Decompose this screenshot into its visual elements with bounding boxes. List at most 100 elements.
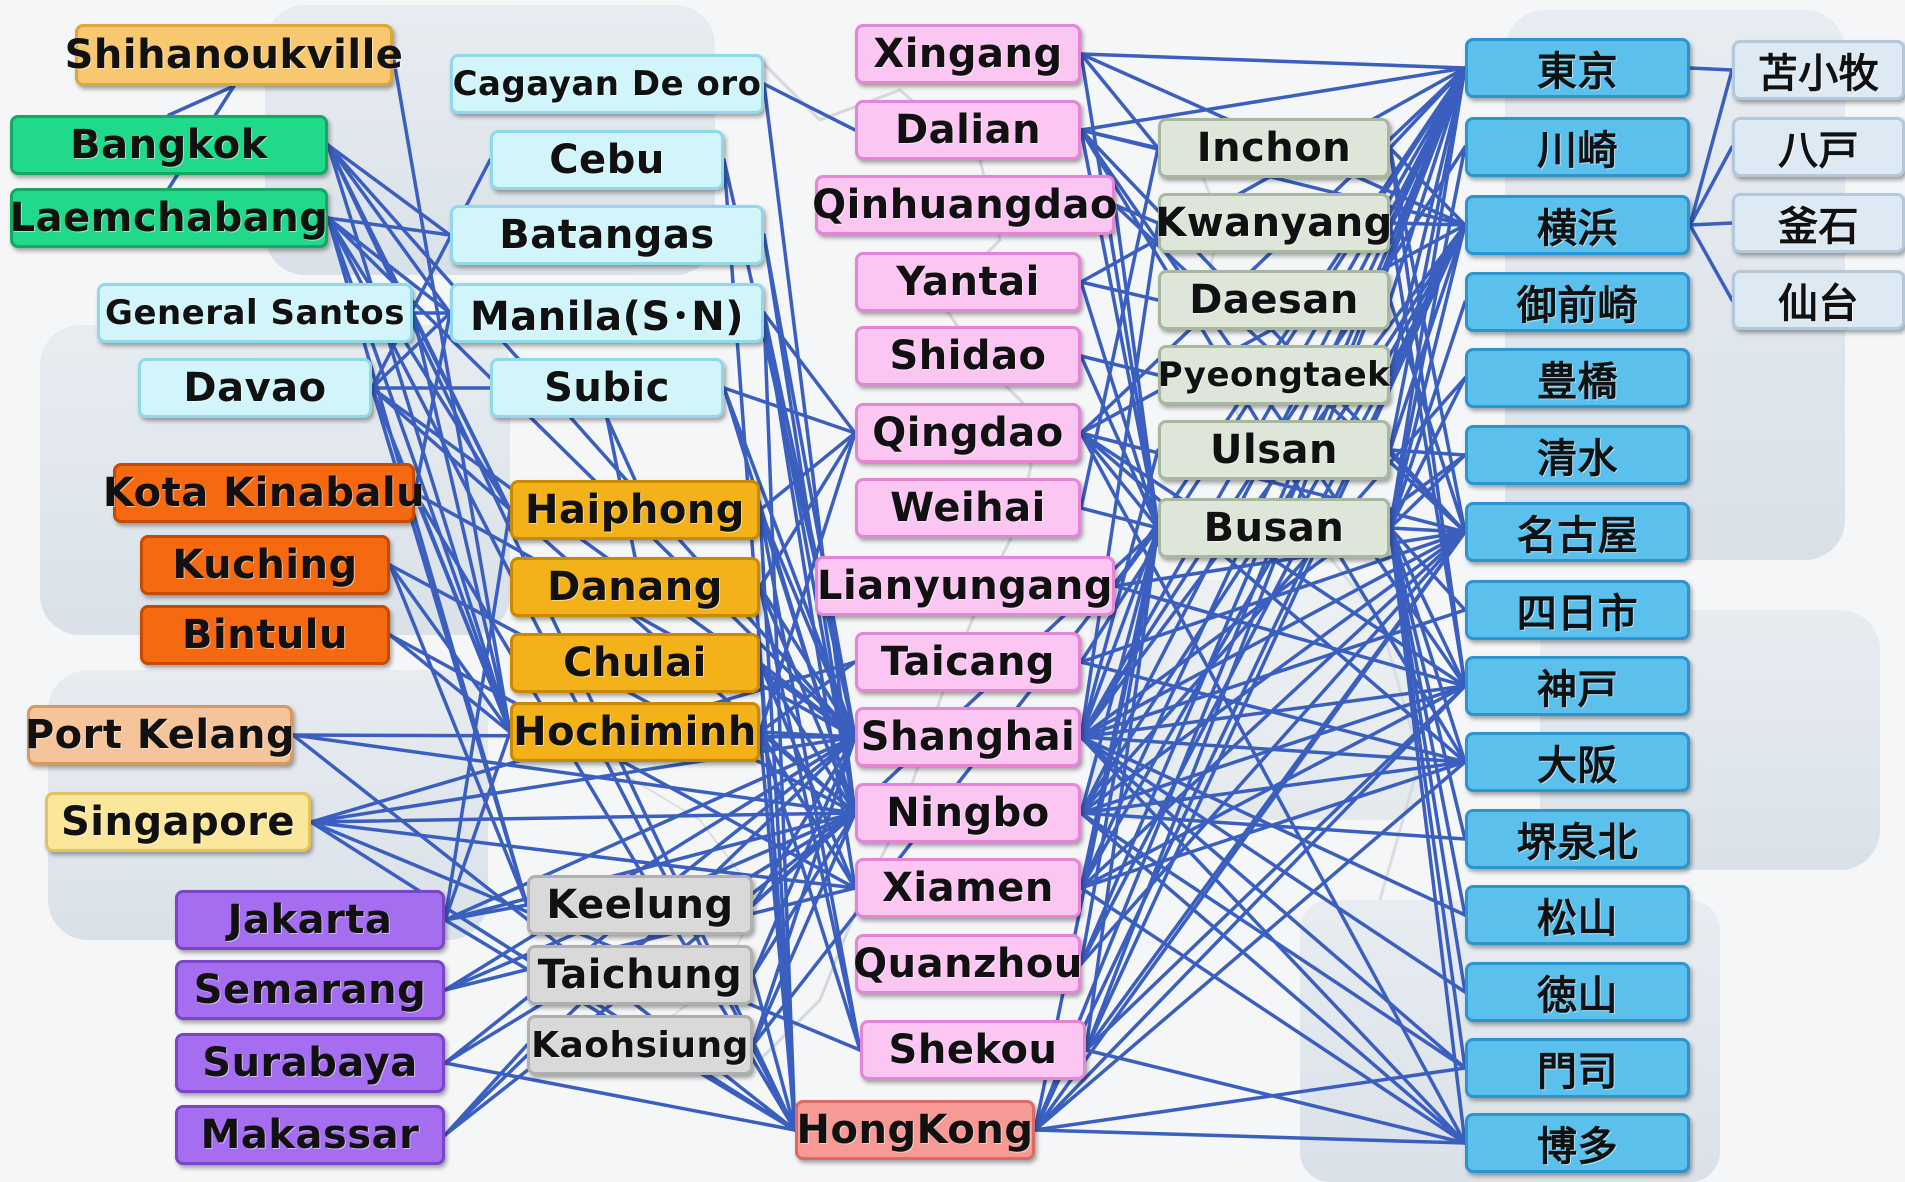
port-hachinohe: 八戸	[1732, 117, 1905, 177]
route-bintulu-hochiminh	[388, 633, 512, 734]
route-yokohama-sendai	[1688, 223, 1734, 302]
route-shanghai-ulsan	[1079, 448, 1160, 739]
route-dalian-inchon	[1079, 128, 1160, 150]
port-makassar: Makassar	[175, 1105, 445, 1165]
route-taichung-shanghai	[751, 735, 857, 977]
route-jakarta-shanghai	[443, 735, 857, 922]
route-ningbo-busan	[1079, 526, 1160, 815]
route-hongkong-hakata	[1033, 1128, 1467, 1145]
route-busan-osaka	[1388, 526, 1467, 764]
route-yokohama-tomakomai	[1688, 68, 1734, 227]
port-osaka: 大阪	[1465, 732, 1690, 792]
port-nagoya: 名古屋	[1465, 502, 1690, 562]
route-busan-yokohama	[1388, 223, 1467, 530]
route-hochiminh-hongkong	[758, 730, 797, 1132]
route-danang-shanghai	[758, 585, 857, 739]
port-hongkong: HongKong	[795, 1100, 1035, 1160]
route-bangkok-manila	[326, 143, 452, 315]
route-weihai-busan	[1079, 506, 1160, 530]
route-hochiminh-xiamen	[758, 730, 857, 890]
route-haiphong-qingdao	[758, 431, 857, 512]
port-yantai: Yantai	[855, 252, 1081, 312]
route-manila-qingdao	[762, 311, 857, 435]
route-busan-kobe	[1388, 526, 1467, 688]
port-manila: Manila(S･N)	[450, 283, 764, 343]
route-ulsan-tokyo	[1388, 66, 1467, 452]
route-bangkok-batangas	[326, 143, 452, 237]
port-daesan: Daesan	[1158, 270, 1390, 330]
route-quanzhou-busan	[1079, 526, 1160, 966]
route-dalian-tokyo	[1079, 66, 1467, 132]
port-yokohama: 横浜	[1465, 195, 1690, 255]
route-kota_kinabalu-manila	[413, 311, 452, 495]
port-weihai: Weihai	[855, 478, 1081, 538]
port-ulsan: Ulsan	[1158, 420, 1390, 480]
port-shekou: Shekou	[860, 1020, 1086, 1080]
route-kwanyang-tokyo	[1388, 66, 1467, 225]
route-jakarta-keelung	[443, 903, 529, 922]
route-xingang-inchon	[1079, 52, 1160, 150]
port-quanzhou: Quanzhou	[853, 934, 1082, 994]
route-cebu-davao	[370, 158, 492, 390]
port-tokuyama: 徳山	[1465, 962, 1690, 1022]
route-busan-hakata	[1388, 526, 1467, 1145]
port-hakata: 博多	[1465, 1113, 1690, 1173]
route-tokyo-tomakomai	[1688, 66, 1734, 72]
port-singapore: Singapore	[45, 792, 311, 852]
route-weihai-inchon	[1079, 146, 1160, 510]
route-shanghai-kwanyang	[1079, 221, 1160, 739]
port-yokkaichi: 四日市	[1465, 580, 1690, 640]
port-kuching: Kuching	[140, 535, 390, 595]
route-hochiminh-ningbo	[758, 730, 857, 815]
route-chulai-shanghai	[758, 661, 857, 739]
port-taichung: Taichung	[527, 945, 753, 1005]
route-port_kelang-ningbo	[291, 733, 857, 815]
route-quanzhou-yokohama	[1079, 223, 1467, 966]
route-jakarta-haiphong	[443, 508, 512, 922]
port-batangas: Batangas	[450, 205, 764, 265]
route-makassar-kaohsiung	[443, 1043, 529, 1137]
port-kamaishi: 釜石	[1732, 193, 1905, 253]
route-hochiminh-taicang	[758, 660, 857, 734]
port-lianyungang: Lianyungang	[815, 556, 1115, 616]
route-busan-omaezaki	[1388, 300, 1467, 530]
port-general-santos: General Santos	[97, 283, 413, 343]
route-daesan-tokyo	[1388, 66, 1467, 302]
route-shekou-busan	[1084, 526, 1160, 1052]
route-busan-kawasaki	[1388, 145, 1467, 530]
port-port-kelang: Port Kelang	[25, 705, 295, 765]
port-keelung: Keelung	[527, 875, 753, 935]
port-xiamen: Xiamen	[855, 858, 1081, 918]
route-yokohama-hachinohe	[1688, 145, 1734, 227]
port-jakarta: Jakarta	[175, 890, 445, 950]
route-surabaya-hongkong	[443, 1061, 797, 1132]
route-busan-nagoya	[1388, 526, 1467, 534]
port-cebu: Cebu	[490, 130, 724, 190]
route-danang-qingdao	[758, 431, 857, 589]
route-jakarta-hochiminh	[443, 730, 512, 922]
route-singapore-ningbo	[309, 811, 857, 824]
route-shekou-kobe	[1084, 684, 1467, 1052]
route-kuching-hochiminh	[388, 563, 512, 734]
route-taichung-hongkong	[751, 973, 797, 1132]
port-kaohsiung: Kaohsiung	[527, 1015, 753, 1075]
route-hongkong-osaka	[1033, 760, 1467, 1132]
route-cagayan-ningbo	[762, 82, 857, 815]
route-hongkong-nagoya	[1033, 530, 1467, 1132]
route-subic-qingdao	[722, 386, 857, 435]
port-bintulu: Bintulu	[140, 605, 390, 665]
route-inchon-tokyo	[1388, 66, 1467, 150]
route-batangas-shanghai	[762, 233, 857, 739]
port-pyeongtaek: Pyeongtaek	[1158, 345, 1390, 405]
port-kwanyang: Kwanyang	[1155, 193, 1392, 253]
port-kobe: 神戸	[1465, 656, 1690, 716]
port-shanghai: Shanghai	[855, 707, 1081, 767]
port-shihanoukville: Shihanoukville	[65, 24, 403, 86]
route-busan-sakaisenboku	[1388, 526, 1467, 841]
port-semarang: Semarang	[175, 960, 445, 1020]
port-laemchabang: Laemchabang	[10, 188, 328, 248]
route-singapore-shanghai	[309, 735, 857, 824]
port-bangkok: Bangkok	[10, 115, 328, 175]
route-busan-yokkaichi	[1388, 526, 1467, 612]
port-omaezaki: 御前崎	[1465, 272, 1690, 332]
